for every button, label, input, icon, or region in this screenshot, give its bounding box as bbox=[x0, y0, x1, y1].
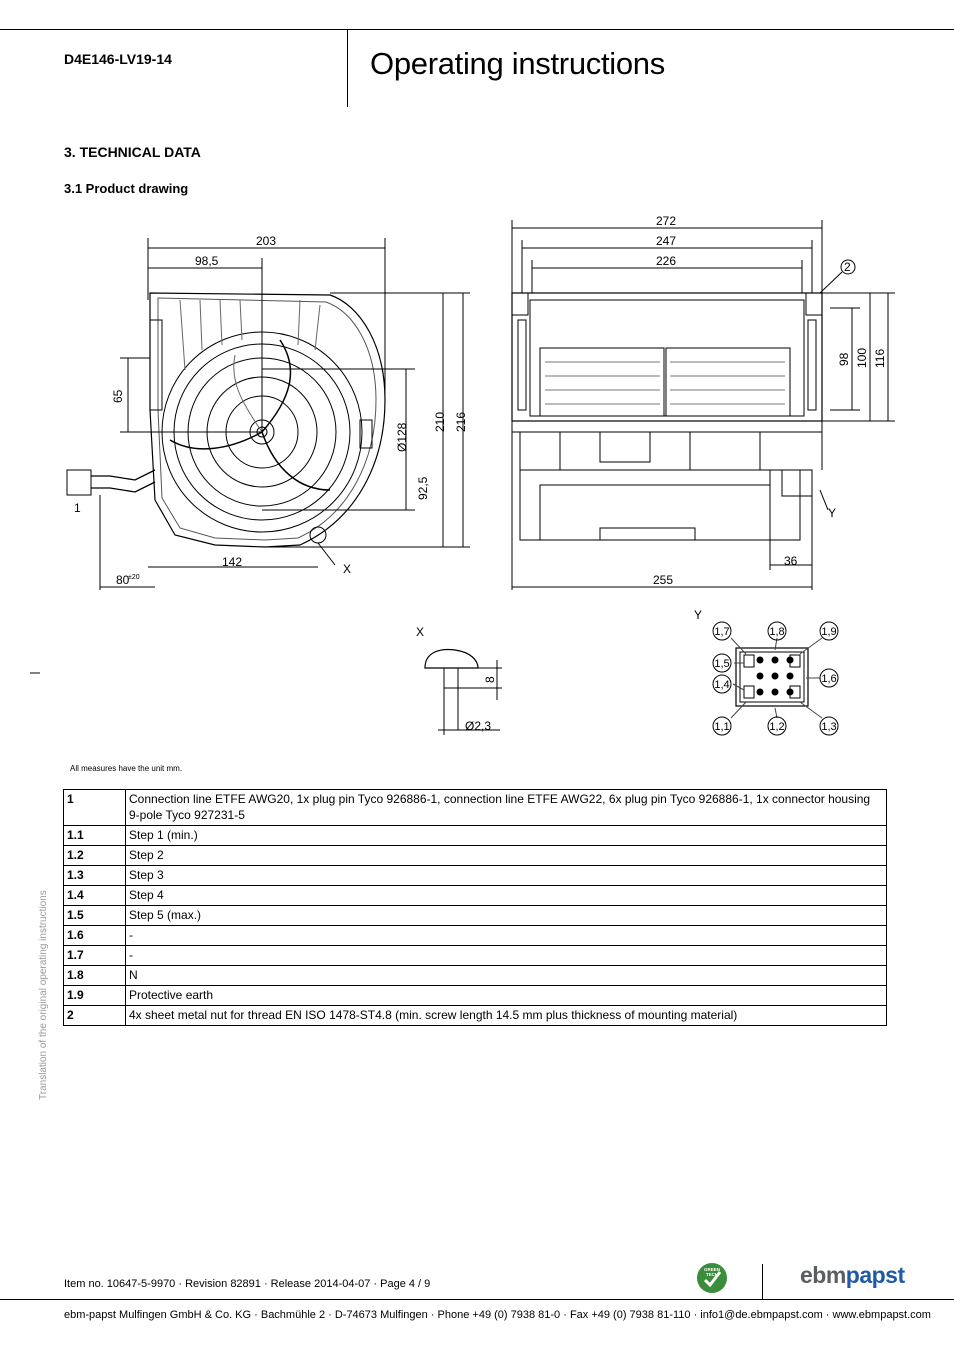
legend-key: 1.1 bbox=[63, 825, 126, 846]
pin-1-2: 1,2 bbox=[769, 721, 784, 733]
brand-papst: papst bbox=[845, 1262, 905, 1288]
legend-key: 1.3 bbox=[63, 865, 126, 886]
dim-255: 255 bbox=[653, 573, 673, 587]
marker-x: X bbox=[343, 562, 351, 576]
dim-98: 98 bbox=[837, 352, 851, 366]
dim-210: 210 bbox=[433, 412, 447, 432]
legend-key: 1.9 bbox=[63, 985, 126, 1006]
legend-value: Step 4 bbox=[125, 885, 887, 906]
dim-216: 216 bbox=[454, 412, 468, 432]
pin-1-3: 1,3 bbox=[821, 721, 836, 733]
legend-key: 1.4 bbox=[63, 885, 126, 906]
dim-98-5: 98,5 bbox=[195, 254, 219, 268]
pin-1-5: 1,5 bbox=[714, 658, 729, 670]
ebmpapst-logo: ebmpapst bbox=[800, 1262, 905, 1289]
dim-226: 226 bbox=[656, 254, 676, 268]
footer-company-line: ebm-papst Mulfingen GmbH & Co. KG · Bach… bbox=[64, 1309, 931, 1321]
legend-key: 1.7 bbox=[63, 945, 126, 966]
subsection-heading: 3.1 Product drawing bbox=[64, 181, 189, 196]
legend-key: 1.6 bbox=[63, 925, 126, 946]
pin-1-8: 1,8 bbox=[769, 626, 784, 638]
callout-1: 1 bbox=[74, 501, 81, 515]
header-top-rule bbox=[0, 29, 954, 30]
product-drawing: 203 98,5 65 210 216 Ø128 92,5 142 80 ±20… bbox=[30, 214, 895, 736]
units-note: All measures have the unit mm. bbox=[70, 764, 183, 773]
badge-text-tech: TECH bbox=[706, 1272, 718, 1277]
green-tech-badge-icon: GREEN TECH bbox=[697, 1263, 727, 1293]
translation-note: Translation of the original operating in… bbox=[38, 890, 49, 1100]
callout-2: 2 bbox=[844, 260, 851, 274]
legend-value: Step 2 bbox=[125, 845, 887, 866]
dim-80: 80 bbox=[116, 573, 130, 587]
legend-value: Step 1 (min.) bbox=[125, 825, 887, 846]
dim-128: Ø128 bbox=[395, 422, 409, 452]
document-id: D4E146-LV19-14 bbox=[64, 51, 172, 67]
front-view bbox=[66, 238, 470, 590]
dim-100: 100 bbox=[855, 348, 869, 368]
detail-x-view bbox=[424, 648, 502, 735]
legend-key: 1.2 bbox=[63, 845, 126, 866]
brand-ebm: ebm bbox=[800, 1262, 846, 1288]
pin-1-6: 1,6 bbox=[821, 673, 836, 685]
legend-key: 1 bbox=[63, 789, 126, 826]
legend-key: 1.8 bbox=[63, 965, 126, 986]
dim-36: 36 bbox=[784, 554, 798, 568]
pin-1-1: 1,1 bbox=[714, 721, 729, 733]
side-view bbox=[511, 220, 895, 590]
dim-80-tolerance: ±20 bbox=[128, 574, 140, 581]
legend-value: Connection line ETFE AWG20, 1x plug pin … bbox=[125, 789, 887, 826]
dim-272: 272 bbox=[656, 214, 676, 228]
dim-247: 247 bbox=[656, 234, 676, 248]
brand-divider bbox=[762, 1264, 763, 1300]
table-row: 1.6- bbox=[63, 925, 887, 946]
dim-65: 65 bbox=[111, 389, 125, 403]
dim-142: 142 bbox=[222, 555, 242, 569]
detail-y-view bbox=[712, 621, 839, 736]
footer-item-line: Item no. 10647-5-9970 · Revision 82891 ·… bbox=[64, 1278, 431, 1290]
legend-value: Protective earth bbox=[125, 985, 887, 1006]
badge-text-green: GREEN bbox=[704, 1267, 720, 1272]
legend-key: 1.5 bbox=[63, 905, 126, 926]
dim-92-5: 92,5 bbox=[416, 476, 430, 500]
detail-x-title: X bbox=[416, 625, 424, 639]
legend-value: - bbox=[125, 945, 887, 966]
legend-value: - bbox=[125, 925, 887, 946]
legend-value: Step 3 bbox=[125, 865, 887, 886]
detail-y-title: Y bbox=[694, 608, 702, 622]
dim-203: 203 bbox=[256, 234, 276, 248]
dim-8: 8 bbox=[483, 676, 497, 683]
marker-y: Y bbox=[828, 506, 836, 520]
pin-1-4: 1,4 bbox=[714, 679, 729, 691]
header-divider bbox=[347, 30, 348, 107]
page-title: Operating instructions bbox=[370, 46, 665, 81]
legend-value: N bbox=[125, 965, 887, 986]
section-heading: 3. TECHNICAL DATA bbox=[64, 144, 201, 160]
legend-value: 4x sheet metal nut for thread EN ISO 147… bbox=[125, 1005, 887, 1026]
table-row: 1.7- bbox=[63, 945, 887, 966]
footer-rule bbox=[0, 1299, 954, 1300]
legend-value: Step 5 (max.) bbox=[125, 905, 887, 926]
pin-1-9: 1,9 bbox=[821, 626, 836, 638]
dim-2-3: Ø2,3 bbox=[465, 719, 491, 733]
legend-key: 2 bbox=[63, 1005, 126, 1026]
pin-1-7: 1,7 bbox=[714, 626, 729, 638]
dim-116: 116 bbox=[873, 349, 887, 368]
